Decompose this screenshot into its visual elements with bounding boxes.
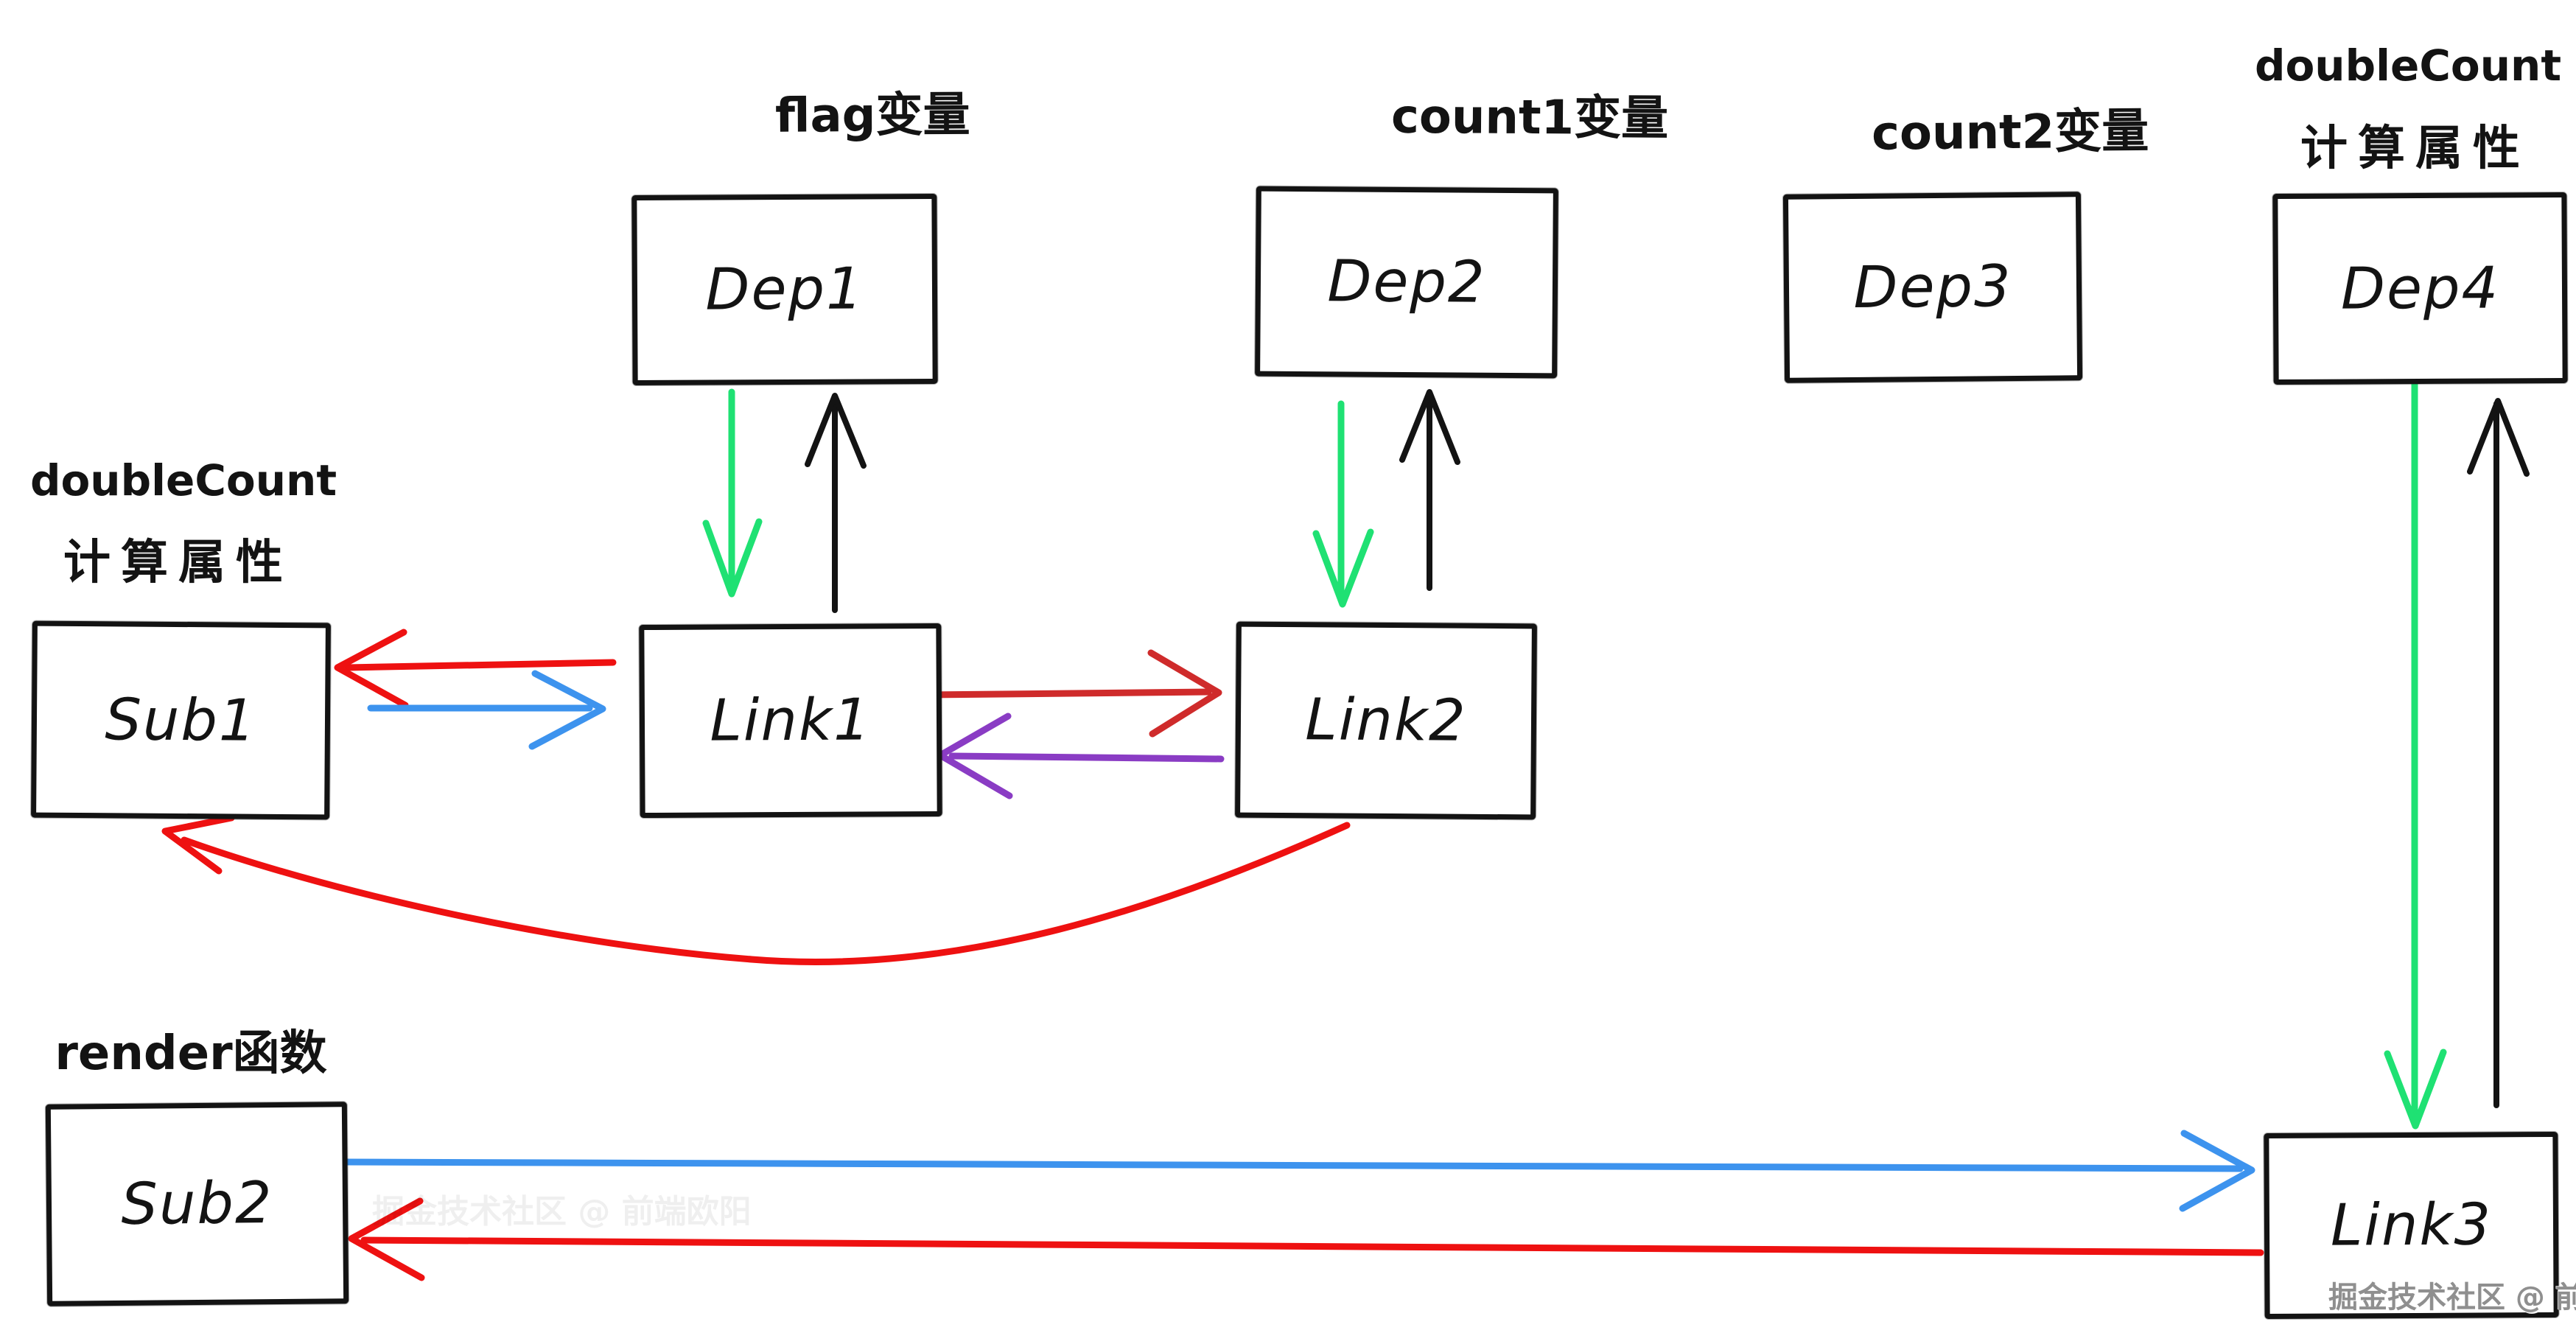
arrow-head	[1312, 528, 1374, 608]
arrow-link3-to-dep4	[2467, 398, 2530, 1108]
arrow-head	[2384, 1049, 2447, 1130]
arrow-link1-to-link2	[927, 649, 1222, 738]
arrow-line	[948, 752, 1225, 763]
arrow-head	[1399, 389, 1460, 465]
box-dep3-label: Dep3	[1853, 253, 2012, 321]
box-sub2-label: Sub2	[121, 1170, 273, 1238]
box-dep2: Dep2	[1255, 186, 1558, 379]
arrow-sub2-to-link3	[341, 1130, 2255, 1212]
arrow-link3-to-sub2	[348, 1197, 2264, 1281]
box-dep1: Dep1	[631, 193, 938, 386]
arrow-curve	[181, 822, 1351, 966]
arrow-head	[334, 629, 409, 709]
arrow-link2-to-dep2	[1399, 389, 1460, 591]
box-link3-label: Link3	[2330, 1191, 2493, 1259]
arrow-head	[805, 393, 867, 469]
arrow-link2-to-sub1-curve	[161, 814, 1351, 966]
arrow-head	[528, 670, 606, 750]
arrow-sub1-to-link1	[367, 670, 606, 750]
arrow-dep2-to-link2	[1312, 400, 1374, 608]
label-count2-variable: count2变量	[1871, 104, 2149, 161]
label-doublecount-left-line1: doubleCount	[29, 455, 337, 505]
box-link1: Link1	[639, 623, 942, 819]
watermark-faint: 掘金技术社区 @ 前端欧阳	[372, 1193, 752, 1231]
arrow-head	[1147, 649, 1222, 738]
arrow-link1-to-sub1	[334, 629, 617, 709]
box-sub1: Sub1	[31, 620, 331, 820]
box-dep2-label: Dep2	[1327, 248, 1486, 316]
arrow-head	[2179, 1130, 2255, 1212]
watermark: 掘金技术社区 @ 前端欧阳	[2328, 1281, 2576, 1315]
label-render-function: render函数	[55, 1026, 327, 1081]
arrow-link1-to-dep1	[805, 393, 867, 613]
label-doublecount-left-line2: 计算属性	[63, 536, 293, 590]
label-count1-variable: count1变量	[1390, 89, 1669, 147]
arrow-head	[348, 1197, 425, 1281]
box-link1-label: Link1	[710, 687, 872, 755]
box-dep4-label: Dep4	[2340, 254, 2500, 323]
arrow-line	[360, 1236, 2264, 1256]
arrow-head	[161, 814, 235, 875]
arrow-line	[341, 1158, 2244, 1172]
box-dep3: Dep3	[1782, 192, 2083, 383]
label-doublecount-right-line1: doubleCount	[2254, 41, 2562, 91]
label-flag-variable: flag变量	[774, 88, 970, 144]
arrow-dep4-to-link3	[2384, 379, 2447, 1130]
arrow-link2-to-link1	[937, 713, 1225, 799]
box-dep4: Dep4	[2272, 192, 2568, 385]
arrow-line	[927, 688, 1212, 699]
box-dep1-label: Dep1	[705, 256, 864, 323]
box-sub1-label: Sub1	[105, 686, 257, 755]
arrow-line	[344, 659, 617, 671]
box-sub2: Sub2	[45, 1102, 349, 1306]
box-link2-label: Link2	[1305, 687, 1467, 755]
arrow-dep1-to-link1	[702, 388, 763, 598]
arrow-head	[2467, 398, 2530, 477]
box-link2: Link2	[1235, 621, 1537, 820]
label-doublecount-right-line2: 计算属性	[2300, 122, 2530, 176]
arrow-head	[702, 518, 763, 598]
